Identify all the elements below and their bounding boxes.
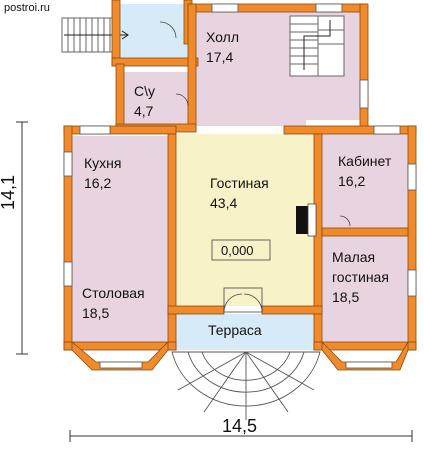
terrace-name: Терраса — [208, 322, 262, 338]
hall-area: 17,4 — [206, 49, 233, 65]
hall-staircase — [289, 15, 345, 77]
bay-window-left — [71, 341, 169, 371]
cabinet-fill — [322, 134, 408, 228]
kitchen-dining-fill — [72, 136, 168, 344]
watermark: postroi.ru — [4, 2, 50, 14]
height-dimension-line — [16, 121, 28, 355]
living-name: Гостиная — [210, 175, 269, 191]
terrace-steps — [171, 351, 321, 420]
wc-area: 4,7 — [134, 103, 154, 119]
height-dimension: 14,1 — [0, 175, 18, 210]
wc-fill — [124, 72, 192, 124]
living-area: 43,4 — [210, 195, 237, 211]
living-fill — [176, 134, 316, 306]
windows — [63, 3, 417, 297]
small-living-name-2: гостиная — [332, 269, 389, 285]
bay-window-right — [321, 340, 409, 371]
dining-name: Столовая — [82, 285, 145, 301]
walls — [63, 0, 417, 351]
small-living-area: 18,5 — [332, 289, 359, 305]
cabinet-area: 16,2 — [338, 173, 365, 189]
level-mark: 0,000 — [221, 243, 254, 258]
dining-area: 18,5 — [82, 305, 109, 321]
kitchen-name: Кухня — [84, 155, 121, 171]
width-dimension-line — [69, 430, 413, 442]
cabinet-name: Кабинет — [338, 153, 392, 169]
width-dimension: 14,5 — [222, 416, 257, 436]
wc-name: С\у — [134, 83, 155, 99]
kitchen-area: 16,2 — [84, 175, 111, 191]
terrace-fill — [176, 314, 316, 350]
entrance-stairs — [61, 17, 129, 53]
level-mark-box — [211, 239, 271, 261]
small-living-name-1: Малая — [332, 249, 375, 265]
doors — [159, 21, 351, 313]
hall-name: Холл — [206, 29, 239, 45]
small-living-fill — [322, 236, 408, 346]
fireplace — [296, 203, 317, 237]
